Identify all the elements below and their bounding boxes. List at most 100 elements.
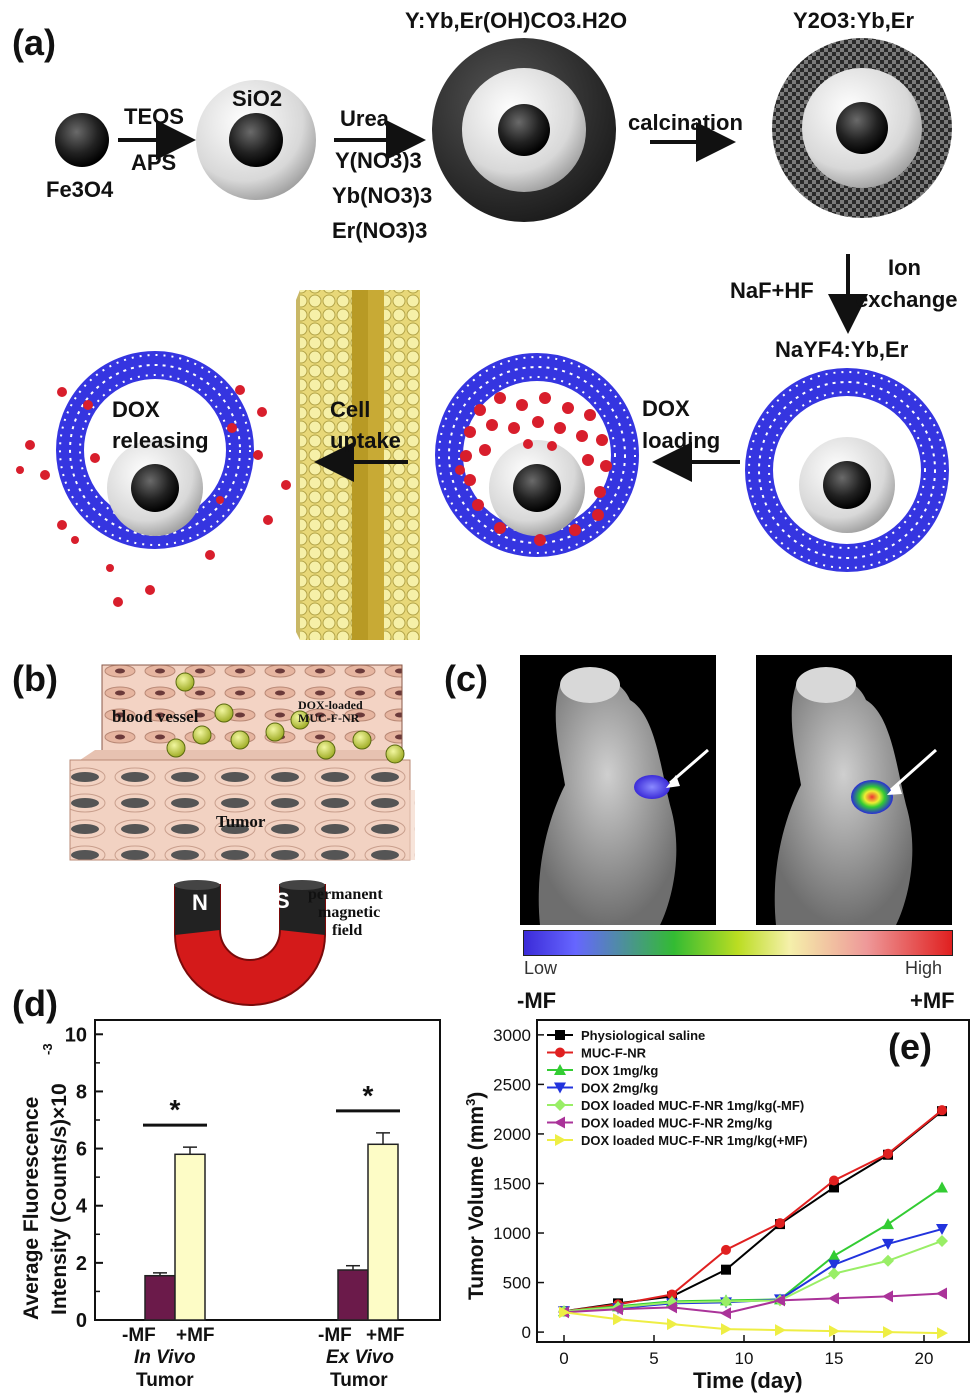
e-marker [555, 1047, 565, 1058]
e-legend-label: DOX loaded MUC-F-NR 2mg/kg [581, 1116, 772, 1131]
colorbar-low-label: Low [524, 958, 558, 978]
d-ytick-label: 10 [65, 1024, 87, 1046]
label-dox-loaded-1: DOX-loaded [298, 698, 363, 712]
intensity-colorbar [523, 930, 953, 956]
d-significance-star: * [170, 1094, 181, 1125]
label-teos: TEOS [124, 104, 184, 129]
d-bar [337, 1269, 369, 1321]
mouse-image-minus-mf [520, 655, 716, 925]
e-marker [721, 1323, 732, 1336]
label-tumor: Tumor [216, 812, 266, 831]
label-dox-releasing-2: releasing [112, 428, 209, 453]
ylabel-exponent: -3 [40, 1043, 55, 1055]
label-cell-uptake-1: Cell [330, 397, 371, 422]
e-xtick-label: 0 [559, 1349, 568, 1368]
d-label-tumor-2: Tumor [330, 1370, 388, 1391]
e-marker [829, 1325, 840, 1338]
label-nayf4: NaYF4:Yb,Er [775, 337, 909, 362]
d-bar [144, 1274, 176, 1321]
label-hydroxycarbonate: Y:Yb,Er(OH)CO3.H2O [405, 8, 628, 33]
e-marker [612, 1303, 623, 1316]
e-xtick-label: 5 [649, 1349, 658, 1368]
label-yb-nitrate: Yb(NO3)3 [332, 183, 433, 208]
e-marker [829, 1182, 839, 1193]
d-bar [367, 1143, 399, 1321]
e-ytick-label: 2000 [493, 1125, 531, 1144]
tumor-tissue [69, 750, 415, 861]
e-xtick-label: 10 [735, 1349, 754, 1368]
dox-releasing-particle [16, 351, 291, 607]
ylabel-line-2: Intensity (Counts/s)×10 [48, 1083, 71, 1315]
e-legend-label: DOX 1mg/kg [581, 1063, 658, 1078]
in-vivo-imaging [520, 655, 952, 925]
colorbar-high-label: High [905, 958, 943, 978]
e-ytick-label: 500 [503, 1274, 531, 1293]
label-naf-hf: NaF+HF [730, 278, 814, 303]
label-urea: Urea [340, 106, 389, 131]
d-ytick-label: 0 [76, 1310, 87, 1332]
e-legend-label: Physiological saline [581, 1028, 705, 1043]
label-y2o3: Y2O3:Yb,Er [793, 8, 915, 33]
e-marker [613, 1313, 624, 1326]
e-marker [559, 1306, 570, 1319]
label-exchange: exchange [856, 287, 958, 312]
e-marker [555, 1134, 566, 1146]
d-xtick-plus-2: +MF [366, 1325, 405, 1346]
chart-e-frame [536, 1019, 970, 1343]
chart-d-frame [94, 1019, 441, 1321]
label-y-nitrate: Y(NO3)3 [335, 148, 422, 173]
cell-membrane [296, 290, 420, 640]
magnet-s-pole: S [275, 888, 290, 913]
label-er-nitrate: Er(NO3)3 [332, 218, 428, 243]
panel-c-letter: (c) [444, 658, 488, 699]
e-marker [882, 1218, 894, 1230]
e-marker [721, 1264, 731, 1275]
label-dox-releasing-1: DOX [112, 397, 160, 422]
e-series-line [563, 1240, 943, 1313]
chart-d-y-axis-label: Average Fluorescence Intensity (Counts/s… [20, 1043, 71, 1320]
panel-a-letter: (a) [12, 22, 56, 63]
e-xtick-label: 20 [915, 1349, 934, 1368]
d-label-in-vivo: In Vivo [134, 1347, 196, 1368]
e-marker [666, 1301, 677, 1314]
e-marker [554, 1099, 566, 1111]
e-marker [936, 1234, 948, 1247]
synthesis-scheme [16, 38, 952, 640]
e-legend-label: DOX loaded MUC-F-NR 1mg/kg(+MF) [581, 1133, 807, 1148]
e-ytick-label: 3000 [493, 1026, 531, 1045]
e-series-dox-loaded-muc-f-nr-1mg-kg-mf- [559, 1306, 948, 1340]
e-marker [937, 1105, 947, 1116]
nayf4-particle [745, 368, 949, 572]
fe3o4-core-particle [55, 113, 109, 167]
e-marker [936, 1224, 948, 1236]
e-marker [667, 1318, 678, 1331]
chart-e-x-axis-label: Time (day) [693, 1368, 803, 1393]
label-plus-mf-image: +MF [910, 988, 955, 1013]
e-series-line [563, 1311, 943, 1335]
e-marker [720, 1307, 731, 1320]
label-ion: Ion [888, 255, 921, 280]
label-field-3: field [332, 922, 363, 939]
blood-vessel-wall [101, 664, 403, 754]
d-label-ex-vivo: Ex Vivo [326, 1347, 394, 1368]
d-ytick-label: 4 [76, 1196, 88, 1218]
label-blood-vessel: blood vessel [112, 707, 199, 726]
e-series-line [563, 1186, 943, 1313]
e-ytick-label: 0 [522, 1323, 531, 1342]
panel-b-letter: (b) [12, 658, 58, 699]
e-marker [828, 1292, 839, 1305]
label-dox-loading-1: DOX [642, 396, 690, 421]
d-xtick-plus-1: +MF [176, 1325, 215, 1346]
e-marker [555, 1030, 565, 1040]
d-label-tumor-1: Tumor [136, 1370, 194, 1391]
e-marker [882, 1290, 893, 1303]
tumor-targeting-illustration [69, 664, 415, 1006]
e-marker [883, 1148, 893, 1159]
label-minus-mf-image: -MF [517, 988, 557, 1013]
e-series-line [563, 1292, 943, 1315]
e-marker [667, 1289, 677, 1300]
chart-e-y-axis-label: Tumor Volume (mm3) [463, 1092, 488, 1300]
e-ytick-label: 2500 [493, 1075, 531, 1094]
